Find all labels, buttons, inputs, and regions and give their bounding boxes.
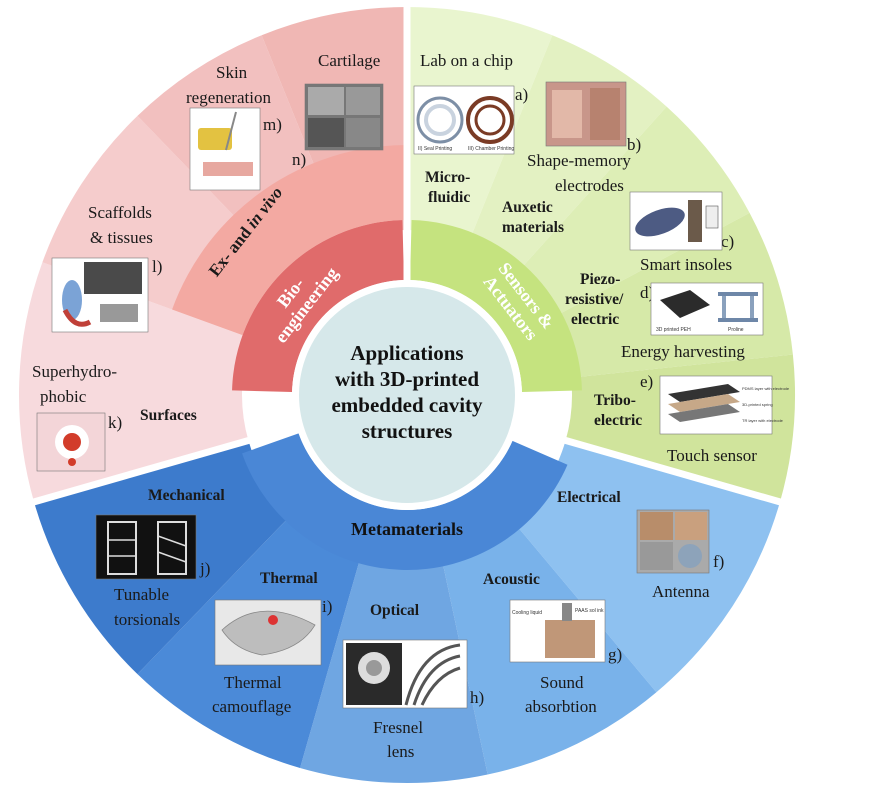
- letter-h: h): [470, 688, 484, 707]
- image-label-chamber: III) Chamber Printing: [468, 146, 514, 152]
- app-fresnel-1: Fresnel: [373, 718, 423, 737]
- subcat-microfluidic-1: Micro-: [425, 169, 470, 186]
- letter-n: n): [292, 150, 306, 169]
- image-label-tr: TR layer with electrode: [742, 418, 784, 423]
- image-shape-memory-electrodes: [545, 81, 627, 147]
- image-label-seal: II) Seal Printing: [418, 146, 452, 152]
- app-thermal-cam-2: camouflage: [212, 697, 291, 716]
- subcat-thermal: Thermal: [260, 570, 318, 587]
- image-energy-harvesting: 3D printed PEH Proline: [650, 282, 764, 336]
- subcat-electrical: Electrical: [557, 489, 621, 506]
- divider-2: [29, 421, 305, 507]
- center-title-line2: with 3D-printed: [335, 367, 479, 391]
- app-fresnel-2: lens: [387, 742, 414, 761]
- image-label-peh: 3D printed PEH: [656, 327, 691, 333]
- app-antenna: Antenna: [652, 582, 710, 601]
- subcat-auxetic-1: Auxetic: [502, 199, 553, 216]
- center-title-line3: embedded cavity: [331, 393, 483, 417]
- subcat-piezo-3: electric: [571, 311, 619, 328]
- app-tunable-2: torsionals: [114, 610, 180, 629]
- band-ex-in-vivo: [172, 145, 407, 336]
- image-tunable-torsionals: [95, 514, 197, 580]
- image-superhydrophobic: [36, 412, 106, 472]
- letter-k: k): [108, 413, 122, 432]
- band-bioengineering: [232, 220, 404, 392]
- image-antenna: [636, 509, 710, 574]
- image-label-cooling: Cooling liquid: [512, 610, 542, 616]
- letter-f: f): [713, 552, 724, 571]
- image-label-spring: 3D-printed spring: [742, 402, 773, 407]
- subcat-optical: Optical: [370, 602, 420, 619]
- app-skin-2: regeneration: [186, 88, 271, 107]
- image-sound-absorption: Cooling liquid PAAS sol ink: [509, 599, 606, 663]
- image-label-paas: PAAS sol ink: [575, 608, 604, 614]
- app-tunable-1: Tunable: [114, 585, 169, 604]
- subcat-tribo-2: electric: [594, 412, 642, 429]
- app-sound-2: absorbtion: [525, 697, 597, 716]
- band-sensors: [410, 220, 582, 392]
- image-label-proline: Proline: [728, 327, 744, 333]
- letter-b: b): [627, 135, 641, 154]
- letter-l: l): [152, 257, 162, 276]
- image-label-pdms: PDMS layer with electrode: [742, 386, 790, 391]
- subcat-auxetic-2: materials: [502, 219, 564, 236]
- letter-i: i): [322, 597, 332, 616]
- image-touch-sensor: PDMS layer with electrode 3D-printed spr…: [659, 375, 790, 435]
- subcat-acoustic: Acoustic: [483, 571, 540, 588]
- subcat-microfluidic-2: fluidic: [428, 189, 470, 206]
- letter-g: g): [608, 645, 622, 664]
- image-lab-on-chip: II) Seal Printing III) Chamber Printing: [413, 85, 514, 155]
- app-thermal-cam-1: Thermal: [224, 673, 282, 692]
- image-scaffolds-tissues: [51, 257, 149, 333]
- category-metamaterials: Metamaterials: [351, 519, 463, 539]
- center-circle: [299, 287, 515, 503]
- app-energy-harvesting: Energy harvesting: [621, 342, 745, 361]
- center-title-line1: Applications: [350, 341, 463, 365]
- image-cartilage: [304, 83, 384, 151]
- app-lab-on-chip: Lab on a chip: [420, 51, 513, 70]
- subcat-tribo-1: Tribo-: [594, 392, 636, 409]
- app-superhydro-1: Superhydro-: [32, 362, 117, 381]
- app-shape-memory-2: electrodes: [555, 176, 624, 195]
- subcat-piezo-2: resistive/: [565, 291, 624, 308]
- band-metamaterials: [242, 433, 568, 570]
- image-skin-regeneration: [189, 107, 261, 191]
- divider-1: [509, 421, 785, 507]
- letter-e: e): [640, 372, 653, 391]
- image-fresnel-lens: [342, 639, 468, 709]
- app-skin-1: Skin: [216, 63, 248, 82]
- app-cartilage: Cartilage: [318, 51, 380, 70]
- letter-j: j): [199, 559, 210, 578]
- subcat-piezo-1: Piezo-: [580, 271, 620, 288]
- letter-a: a): [515, 85, 528, 104]
- app-smart-insoles: Smart insoles: [640, 255, 732, 274]
- app-shape-memory-1: Shape-memory: [527, 151, 631, 170]
- app-touch-sensor: Touch sensor: [667, 446, 757, 465]
- letter-c: c): [721, 232, 734, 251]
- image-smart-insoles: [629, 191, 723, 251]
- app-sound-1: Sound: [540, 673, 584, 692]
- letter-m: m): [263, 115, 282, 134]
- app-scaffolds-2: & tissues: [90, 228, 153, 247]
- image-thermal-camouflage: [214, 599, 322, 666]
- center-title-line4: structures: [362, 419, 453, 443]
- letter-d: d): [640, 283, 654, 302]
- subcat-mechanical: Mechanical: [148, 487, 225, 504]
- app-superhydro-2: phobic: [40, 387, 87, 406]
- subcat-surfaces: Surfaces: [140, 407, 197, 424]
- app-scaffolds-1: Scaffolds: [88, 203, 152, 222]
